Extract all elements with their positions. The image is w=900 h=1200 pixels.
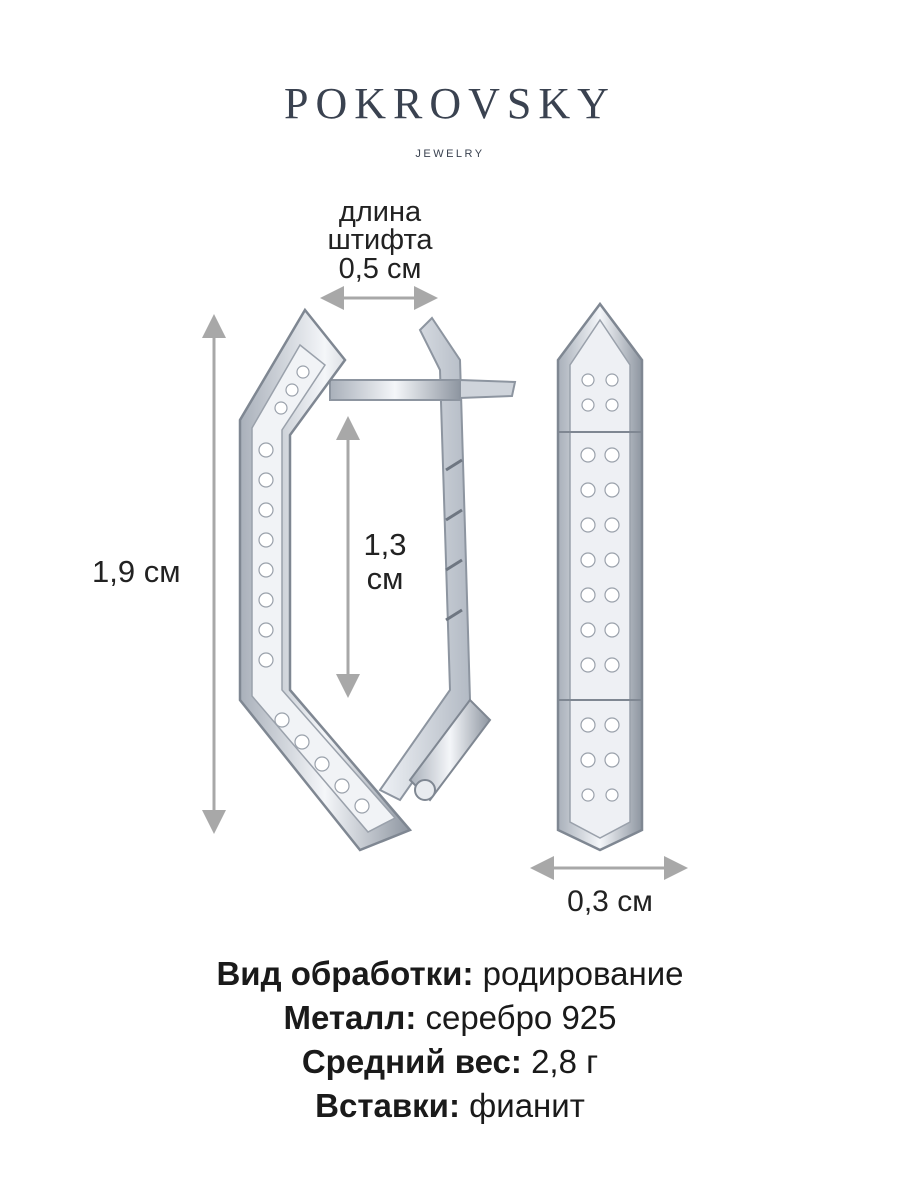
pin-length-line1: длина bbox=[338, 196, 422, 228]
brand-subtitle: JEWELRY bbox=[415, 148, 485, 160]
inner-height-line2: см bbox=[366, 561, 404, 597]
pin-length-value: 0,5 см bbox=[338, 252, 422, 285]
brand-logo: POKROVSKY bbox=[284, 79, 616, 128]
total-height-label: 1,9 см bbox=[92, 554, 181, 589]
spec-finish: Вид обработки: родирование bbox=[0, 952, 900, 996]
spec-metal: Металл: серебро 925 bbox=[0, 996, 900, 1040]
spec-inserts-value: фианит bbox=[459, 1087, 585, 1124]
inner-height-line1: 1,3 bbox=[363, 527, 407, 562]
inner-height-label: 1,3 см bbox=[350, 527, 420, 597]
specifications: Вид обработки: родирование Металл: сереб… bbox=[0, 952, 900, 1128]
pin-length-label: длина штифта 0,5 см bbox=[300, 196, 460, 285]
earring-front-view bbox=[238, 307, 517, 852]
spec-weight-label: Средний вес: bbox=[301, 1043, 522, 1080]
spec-metal-label: Металл: bbox=[283, 999, 417, 1036]
pin-length-line2: штифта bbox=[327, 224, 433, 257]
spec-weight-value: 2,8 г bbox=[521, 1043, 599, 1080]
earring-side-view bbox=[556, 301, 644, 852]
spec-weight: Средний вес: 2,8 г bbox=[0, 1040, 900, 1084]
spec-metal-value: серебро 925 bbox=[416, 999, 617, 1036]
spec-inserts-label: Вставки: bbox=[315, 1087, 460, 1124]
spec-finish-value: родирование bbox=[473, 955, 684, 992]
width-label: 0,3 см bbox=[567, 885, 653, 918]
spec-finish-label: Вид обработки: bbox=[216, 955, 474, 992]
spec-inserts: Вставки: фианит bbox=[0, 1084, 900, 1128]
